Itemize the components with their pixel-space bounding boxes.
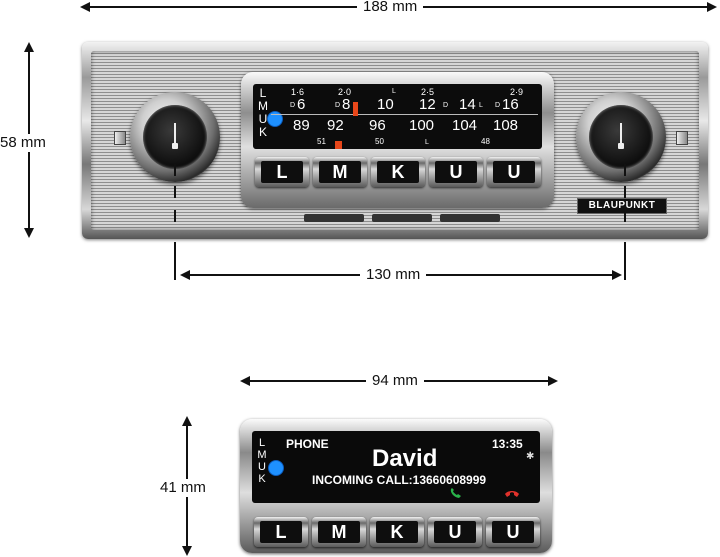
- dial-rule: [271, 114, 538, 115]
- side-button-right[interactable]: [676, 131, 688, 145]
- vent-slot: [372, 214, 432, 222]
- fm-value: 96: [369, 117, 386, 134]
- frequency-dial: L M U K 1·6 2·0 L 2·5 2·9 D 6 D 8 10 12 …: [253, 84, 542, 149]
- dial-value: 12: [419, 96, 436, 113]
- preset-button-u[interactable]: U: [428, 517, 482, 547]
- dimension-label: 58 mm: [0, 134, 52, 152]
- tuning-knob[interactable]: [576, 92, 666, 182]
- arrow-right-icon: [548, 376, 558, 386]
- dial-value: 6: [297, 96, 306, 113]
- dial-label: 2·0: [338, 87, 352, 97]
- arrow-down-icon: [24, 228, 34, 238]
- phone-answer-icon[interactable]: [449, 488, 463, 499]
- band-indicator-dot: [268, 460, 284, 476]
- arrow-left-icon: [80, 2, 90, 12]
- preset-button-l[interactable]: L: [254, 517, 308, 547]
- dial-label: 48: [481, 137, 490, 146]
- volume-knob[interactable]: [130, 92, 220, 182]
- arrow-left-icon: [180, 270, 190, 280]
- preset-buttons: L M K U U: [255, 157, 541, 187]
- dial-label: 1·6: [291, 87, 305, 97]
- fm-value: 104: [452, 117, 478, 134]
- dial-d-marker: L: [479, 102, 483, 109]
- tuning-marker: [353, 102, 358, 116]
- dial-label: 2·9: [510, 87, 524, 97]
- band-indicator-dot: [267, 111, 283, 127]
- arrow-down-icon: [182, 546, 192, 556]
- preset-button-u[interactable]: U: [429, 157, 483, 187]
- phone-hangup-icon[interactable]: [504, 489, 520, 498]
- phone-display: L M U K PHONE 13:35 ✱ David INCOMING CAL…: [252, 431, 540, 503]
- bluetooth-icon: ✱: [526, 451, 535, 462]
- arrow-up-icon: [182, 416, 192, 426]
- fm-value: 100: [409, 117, 435, 134]
- preset-button-u2[interactable]: U: [486, 517, 540, 547]
- dial-label: 51: [317, 137, 326, 146]
- dial-value: 10: [377, 96, 394, 113]
- preset-button-u2[interactable]: U: [487, 157, 541, 187]
- compact-preset-buttons: L M K U U: [254, 517, 540, 547]
- dial-label: 2·5: [421, 87, 435, 97]
- dimension-label: 130 mm: [360, 266, 427, 284]
- mode-label: PHONE: [286, 437, 329, 451]
- band-letters: L M U K: [257, 437, 267, 485]
- dimension-label: 41 mm: [154, 479, 212, 497]
- preset-button-k[interactable]: K: [371, 157, 425, 187]
- dial-frame: L M U K 1·6 2·0 L 2·5 2·9 D 6 D 8 10 12 …: [241, 72, 554, 208]
- preset-button-l[interactable]: L: [255, 157, 309, 187]
- dial-label: L: [392, 88, 396, 95]
- dial-label: L: [425, 139, 429, 146]
- dial-value: 8: [342, 96, 351, 113]
- arrow-up-icon: [24, 42, 34, 52]
- side-button-left[interactable]: [114, 131, 126, 145]
- arrow-left-icon: [240, 376, 250, 386]
- arrow-right-icon: [612, 270, 622, 280]
- dial-value: 16: [502, 96, 519, 113]
- dial-d-marker: D: [495, 102, 501, 109]
- radio-compact-unit: L M U K PHONE 13:35 ✱ David INCOMING CAL…: [240, 419, 552, 553]
- vent-slot: [304, 214, 364, 222]
- fm-value: 92: [327, 117, 344, 134]
- brand-logo: BLAUPUNKT: [577, 198, 667, 214]
- dial-label: 50: [375, 137, 384, 146]
- preset-button-m[interactable]: M: [313, 157, 367, 187]
- dial-d-marker: D: [443, 102, 449, 109]
- dial-d-marker: D: [335, 102, 341, 109]
- dimension-label: 188 mm: [357, 0, 424, 16]
- vent-slot: [440, 214, 500, 222]
- dial-d-marker: D: [290, 102, 296, 109]
- arrow-right-icon: [707, 2, 717, 12]
- dial-value: 14: [459, 96, 476, 113]
- fm-value: 89: [293, 117, 310, 134]
- call-info: INCOMING CALL:13660608999: [312, 473, 487, 487]
- clock-time: 13:35: [492, 437, 523, 451]
- preset-button-m[interactable]: M: [312, 517, 366, 547]
- caller-name: David: [372, 445, 438, 472]
- band-marker: [335, 141, 342, 149]
- band-letters: L M U K: [258, 86, 268, 139]
- fm-value: 108: [493, 117, 519, 134]
- dimension-label: 94 mm: [366, 372, 424, 390]
- preset-button-k[interactable]: K: [370, 517, 424, 547]
- radio-main-unit: L M U K 1·6 2·0 L 2·5 2·9 D 6 D 8 10 12 …: [82, 42, 708, 239]
